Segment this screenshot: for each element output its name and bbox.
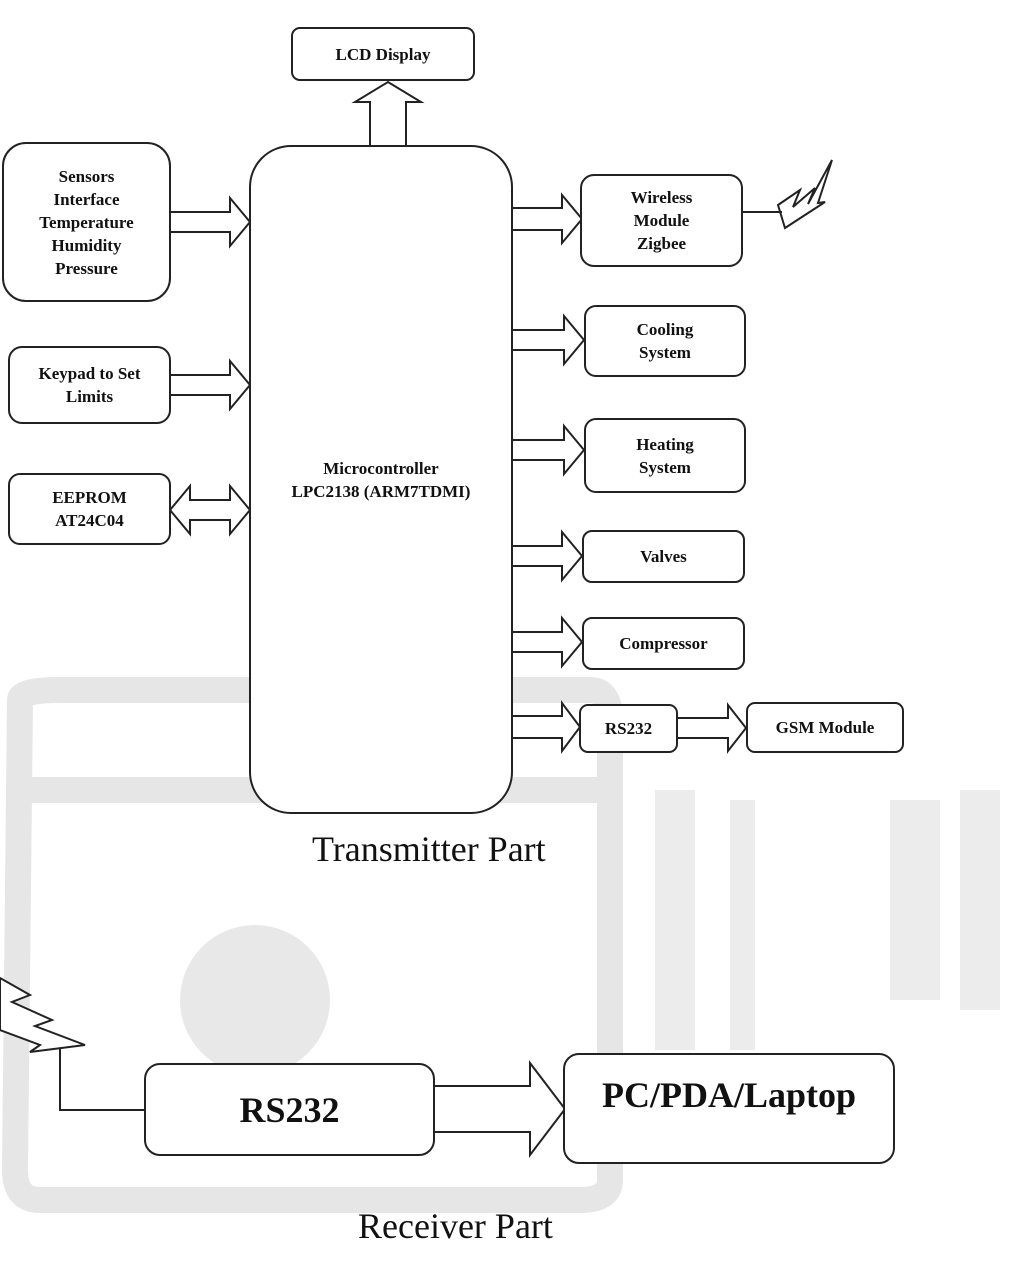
arrow-mcu-to-heating <box>512 423 586 477</box>
receiver-caption: Receiver Part <box>358 1206 553 1246</box>
keypad-label: Keypad to Set Limits <box>38 364 141 406</box>
heating-system-block: Heating System <box>584 418 746 493</box>
keypad-block: Keypad to Set Limits <box>8 346 171 424</box>
receiver-rs232-label: RS232 <box>239 1089 340 1130</box>
transmitter-caption: Transmitter Part <box>312 829 546 869</box>
rs232-block: RS232 <box>579 704 678 753</box>
cooling-system-block: Cooling System <box>584 305 746 377</box>
arrow-eeprom-mcu-bidirectional <box>168 483 252 537</box>
lcd-display-label: LCD Display <box>335 44 431 64</box>
arrow-mcu-to-compressor <box>512 615 584 669</box>
wireless-module-label: Wireless Module Zigbee <box>630 188 693 253</box>
cooling-system-label: Cooling System <box>636 320 694 362</box>
eeprom-label: EEPROM AT24C04 <box>52 488 127 530</box>
rs232-label: RS232 <box>604 719 653 738</box>
pc-pda-laptop-block: PC/PDA/Laptop <box>563 1053 895 1164</box>
gsm-module-block: GSM Module <box>746 702 904 753</box>
arrow-keypad-to-mcu <box>170 358 252 412</box>
arrow-mcu-to-cooling <box>512 313 586 367</box>
arrow-mcu-to-lcd <box>351 80 425 147</box>
valves-block: Valves <box>582 530 745 583</box>
sensors-label: Sensors Interface Temperature Humidity P… <box>39 166 134 278</box>
arrow-sensors-to-mcu <box>170 195 252 249</box>
arrow-mcu-to-rs232 <box>512 700 582 754</box>
lcd-display-block: LCD Display <box>291 27 475 81</box>
microcontroller-block: Microcontroller LPC2138 (ARM7TDMI) <box>249 145 513 814</box>
eeprom-block: EEPROM AT24C04 <box>8 473 171 545</box>
microcontroller-label: Microcontroller LPC2138 (ARM7TDMI) <box>291 458 471 501</box>
valves-label: Valves <box>640 547 687 566</box>
pc-pda-laptop-label: PC/PDA/Laptop <box>601 1075 857 1115</box>
arrow-receiver-rs232-to-pc <box>433 1060 567 1158</box>
receiver-antenna-icon <box>0 976 86 1053</box>
arrow-mcu-to-valves <box>512 529 584 583</box>
compressor-block: Compressor <box>582 617 745 670</box>
heating-system-label: Heating System <box>636 434 694 477</box>
receiver-rs232-block: RS232 <box>144 1063 435 1156</box>
gsm-module-label: GSM Module <box>775 718 875 737</box>
arrow-mcu-to-wireless <box>512 192 584 246</box>
compressor-label: Compressor <box>619 634 708 653</box>
wireless-module-block: Wireless Module Zigbee <box>580 174 743 267</box>
receiver-antenna-wire <box>59 1048 146 1111</box>
antenna-icon <box>776 159 833 230</box>
arrow-rs232-to-gsm <box>677 702 748 754</box>
sensors-block: Sensors Interface Temperature Humidity P… <box>2 142 171 302</box>
